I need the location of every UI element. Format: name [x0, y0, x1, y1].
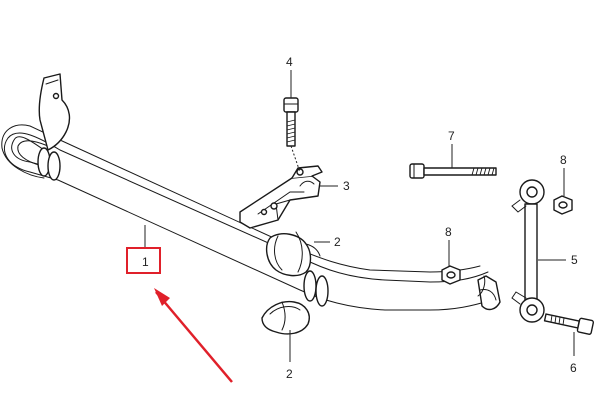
label-item-7: 7 — [448, 129, 455, 143]
bushing-upper — [265, 231, 321, 277]
highlight-arrow — [154, 288, 233, 383]
bolt-6 — [543, 313, 595, 335]
nut-upper — [553, 195, 573, 215]
label-item-2a: 2 — [334, 235, 341, 249]
label-item-6: 6 — [570, 361, 577, 375]
bolt-7 — [409, 163, 497, 179]
label-item-4: 4 — [286, 55, 293, 69]
label-item-8a: 8 — [560, 153, 567, 167]
label-item-1: 1 — [142, 255, 149, 269]
label-item-3: 3 — [343, 179, 350, 193]
label-item-2b: 2 — [286, 367, 293, 381]
stabilizer-bar — [1, 73, 501, 311]
clamp-bracket — [239, 165, 323, 229]
highlight-box — [126, 247, 161, 274]
bolt-4-axis — [290, 145, 301, 173]
label-item-8b: 8 — [445, 225, 452, 239]
nut-left — [441, 265, 461, 285]
label-item-5: 5 — [571, 253, 578, 267]
link-rod — [511, 179, 545, 323]
bolt-4 — [283, 97, 299, 147]
bushing-lower — [261, 300, 310, 335]
